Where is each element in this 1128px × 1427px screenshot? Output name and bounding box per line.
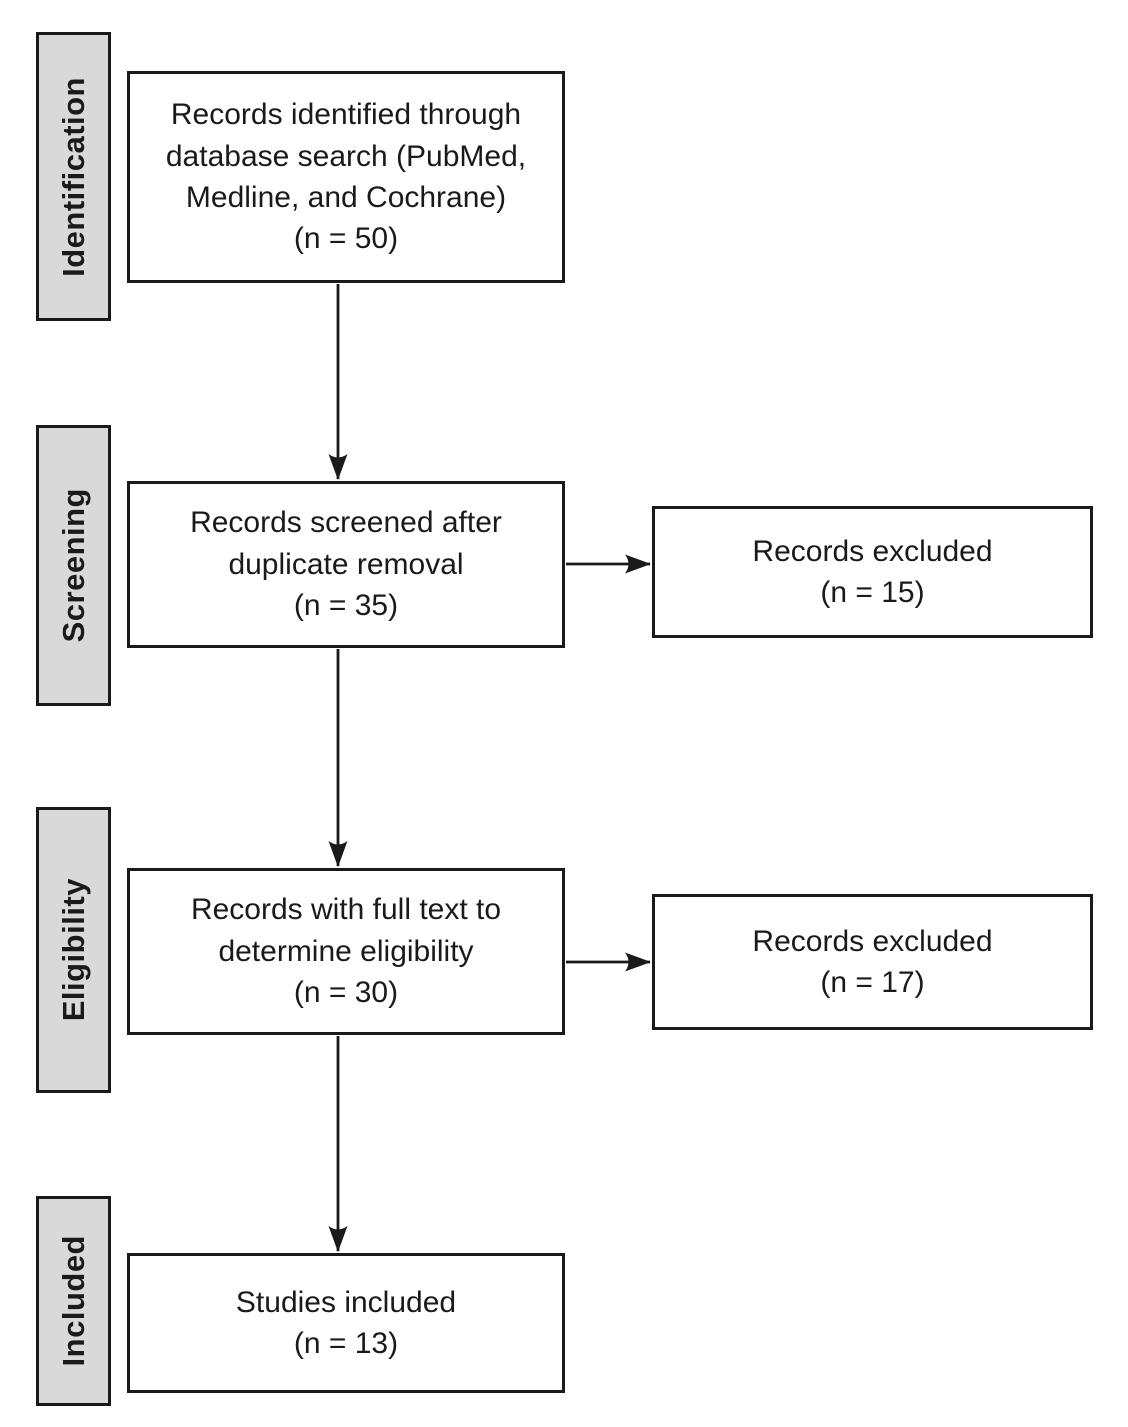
box-text-line: database search (PubMed, [165, 139, 527, 173]
box-text-line: Records with full text to [190, 893, 502, 927]
box-records-full-text: Records with full text to determine elig… [127, 868, 565, 1035]
stage-label-identification: Identification [36, 32, 111, 321]
stage-label-text: Identification [55, 76, 91, 277]
box-text-line: Records excluded [752, 534, 993, 568]
stage-label-screening: Screening [36, 425, 111, 706]
stage-label-text: Screening [55, 488, 91, 643]
stage-label-text: Included [55, 1235, 91, 1367]
box-count-line: (n = 15) [820, 576, 925, 609]
box-count-line: (n = 13) [293, 1327, 399, 1360]
stage-label-eligibility: Eligibility [36, 807, 111, 1093]
box-text-line: determine eligibility [218, 934, 474, 968]
box-studies-included: Studies included (n = 13) [127, 1253, 565, 1393]
box-count-line: (n = 30) [293, 976, 399, 1010]
box-count-line: (n = 50) [293, 222, 399, 256]
box-text-line: Records identified through [170, 98, 522, 132]
box-text-line: Studies included [235, 1285, 457, 1319]
box-count-line: (n = 35) [293, 589, 399, 623]
box-text-line: Records excluded [752, 924, 993, 958]
box-records-excluded-eligibility: Records excluded (n = 17) [652, 894, 1093, 1030]
box-records-identified: Records identified through database sear… [127, 71, 565, 283]
box-text-line: duplicate removal [228, 547, 464, 581]
box-count-line: (n = 17) [820, 966, 925, 999]
box-text-line: Medline, and Cochrane) [185, 181, 507, 214]
box-text-line: Records screened after [190, 506, 502, 540]
box-records-screened: Records screened after duplicate removal… [127, 481, 565, 648]
box-records-excluded-screening: Records excluded (n = 15) [652, 506, 1093, 638]
stage-label-included: Included [36, 1196, 111, 1406]
stage-label-text: Eligibility [55, 878, 91, 1022]
